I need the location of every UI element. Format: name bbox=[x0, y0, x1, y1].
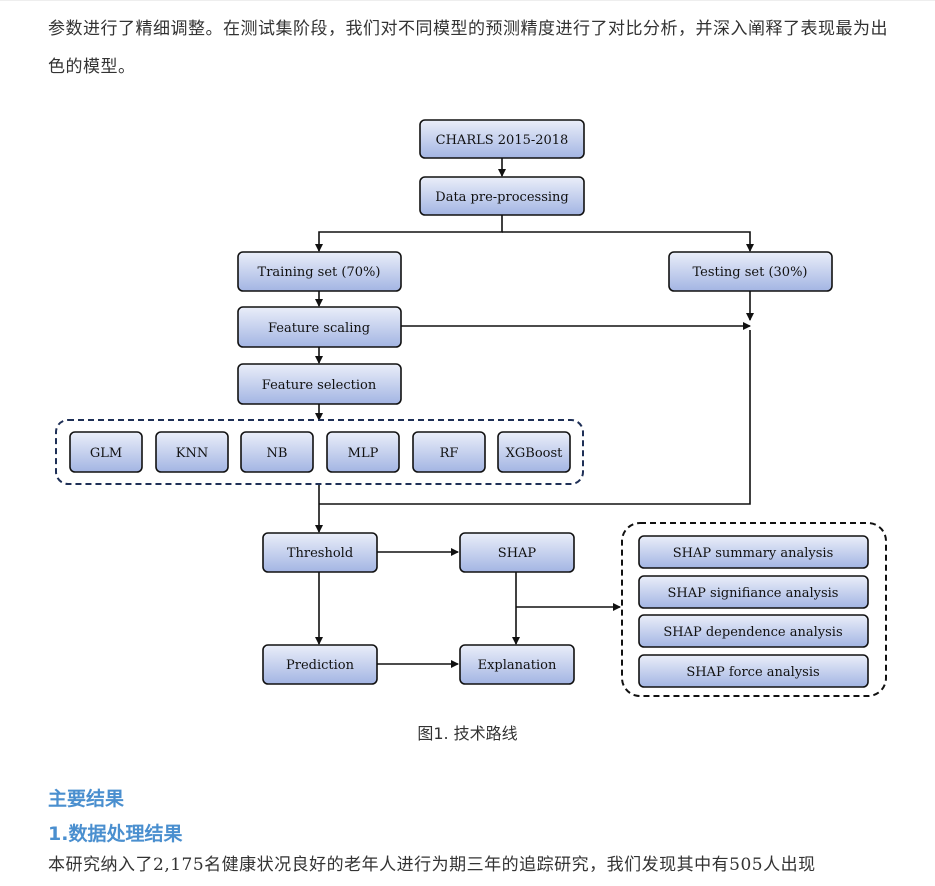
results-paragraph: 本研究纳入了2,175名健康状况良好的老年人进行为期三年的追踪研究，我们发现其中… bbox=[48, 855, 816, 875]
node-shap: SHAP bbox=[459, 532, 575, 573]
svg-text:RF: RF bbox=[440, 446, 459, 461]
model-nb: NB bbox=[240, 431, 314, 473]
intro-paragraph: 参数进行了精细调整。在测试集阶段，我们对不同模型的预测精度进行了对比分析，并深入… bbox=[48, 19, 888, 77]
svg-text:GLM: GLM bbox=[90, 446, 122, 461]
top-divider bbox=[0, 0, 935, 1]
connectors bbox=[315, 158, 754, 668]
svg-text:SHAP summary analysis: SHAP summary analysis bbox=[673, 546, 834, 561]
node-feature-selection: Feature selection bbox=[237, 363, 402, 405]
figure-caption: 图1. 技术路线 bbox=[417, 724, 518, 743]
model-glm: GLM bbox=[69, 431, 143, 473]
svg-text:SHAP: SHAP bbox=[498, 546, 537, 561]
node-training-set: Training set (70%) bbox=[237, 251, 402, 292]
node-prediction: Prediction bbox=[262, 644, 378, 685]
node-data-preprocessing: Data pre-processing bbox=[419, 176, 585, 216]
model-rf: RF bbox=[412, 431, 486, 473]
svg-text:Training set (70%): Training set (70%) bbox=[258, 265, 381, 280]
svg-text:Explanation: Explanation bbox=[478, 658, 557, 673]
shap-summary-analysis: SHAP summary analysis bbox=[638, 535, 869, 569]
node-threshold: Threshold bbox=[262, 532, 378, 573]
svg-text:Data pre-processing: Data pre-processing bbox=[435, 190, 568, 205]
svg-text:Testing set (30%): Testing set (30%) bbox=[693, 265, 808, 280]
svg-text:KNN: KNN bbox=[176, 446, 208, 461]
svg-text:MLP: MLP bbox=[348, 446, 379, 461]
shap-analysis-group: SHAP summary analysis SHAP signifiance a… bbox=[621, 522, 887, 697]
model-xgboost: XGBoost bbox=[497, 431, 571, 473]
node-feature-scaling: Feature scaling bbox=[237, 306, 402, 348]
svg-text:SHAP force analysis: SHAP force analysis bbox=[686, 665, 819, 680]
svg-text:Threshold: Threshold bbox=[287, 546, 353, 561]
flowchart-diagram: CHARLS 2015-2018 Data pre-processing Tra… bbox=[55, 119, 887, 697]
shap-force-analysis: SHAP force analysis bbox=[638, 654, 869, 688]
shap-dependence-analysis: SHAP dependence analysis bbox=[638, 614, 869, 648]
svg-text:SHAP dependence analysis: SHAP dependence analysis bbox=[663, 625, 842, 640]
svg-text:Feature selection: Feature selection bbox=[262, 378, 377, 393]
model-knn: KNN bbox=[155, 431, 229, 473]
svg-text:CHARLS 2015-2018: CHARLS 2015-2018 bbox=[436, 133, 569, 148]
svg-text:NB: NB bbox=[267, 446, 288, 461]
model-group: GLM KNN NB MLP RF XGBoost bbox=[55, 419, 584, 485]
section-title: 主要结果 bbox=[48, 788, 125, 810]
node-explanation: Explanation bbox=[459, 644, 575, 685]
subsection-title: 1.数据处理结果 bbox=[48, 823, 183, 845]
node-testing-set: Testing set (30%) bbox=[668, 251, 833, 292]
shap-significance-analysis: SHAP signifiance analysis bbox=[638, 575, 869, 609]
node-charls: CHARLS 2015-2018 bbox=[419, 119, 585, 159]
model-mlp: MLP bbox=[326, 431, 400, 473]
svg-text:Feature scaling: Feature scaling bbox=[268, 321, 370, 336]
svg-text:Prediction: Prediction bbox=[286, 658, 355, 673]
svg-text:SHAP signifiance analysis: SHAP signifiance analysis bbox=[668, 586, 839, 601]
svg-text:XGBoost: XGBoost bbox=[506, 446, 564, 461]
